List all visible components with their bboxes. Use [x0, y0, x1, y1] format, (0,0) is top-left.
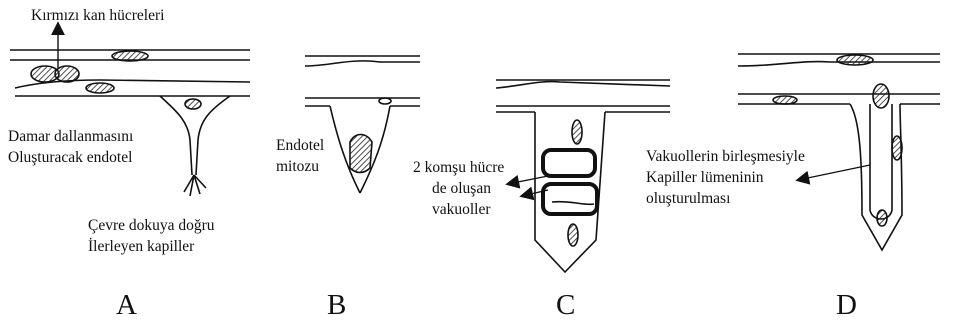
- label-vacuoles-line1: 2 komşu hücre: [413, 158, 504, 177]
- label-lumen-line3: oluşturulması: [646, 189, 730, 208]
- panel-label-a: A: [116, 290, 137, 320]
- panel-label-b: B: [327, 290, 346, 320]
- label-vacuoles-line3: vakuoller: [432, 200, 491, 219]
- label-branching-line1: Damar dallanmasını: [8, 127, 133, 146]
- label-advancing-line2: İlerleyen kapiller: [88, 237, 194, 256]
- panel-c-drawing: [496, 80, 670, 272]
- label-branching-line2: Oluşturacak endotel: [8, 148, 132, 167]
- panel-b-drawing: [305, 56, 420, 193]
- label-red-blood-cells: Kırmızı kan hücreleri: [31, 6, 164, 25]
- label-lumen-line1: Vakuollerin birleşmesiyle: [646, 147, 805, 166]
- label-mitosis-line2: mitozu: [276, 157, 319, 176]
- label-vacuoles-line2: de oluşan: [432, 179, 491, 198]
- label-lumen-line2: Kapiller lümeninin: [646, 168, 764, 187]
- label-mitosis-line1: Endotel: [276, 136, 324, 155]
- label-advancing-line1: Çevre dokuya doğru: [88, 216, 215, 235]
- panel-a-drawing: [10, 24, 250, 196]
- panel-label-c: C: [556, 290, 575, 320]
- panel-label-d: D: [836, 290, 857, 320]
